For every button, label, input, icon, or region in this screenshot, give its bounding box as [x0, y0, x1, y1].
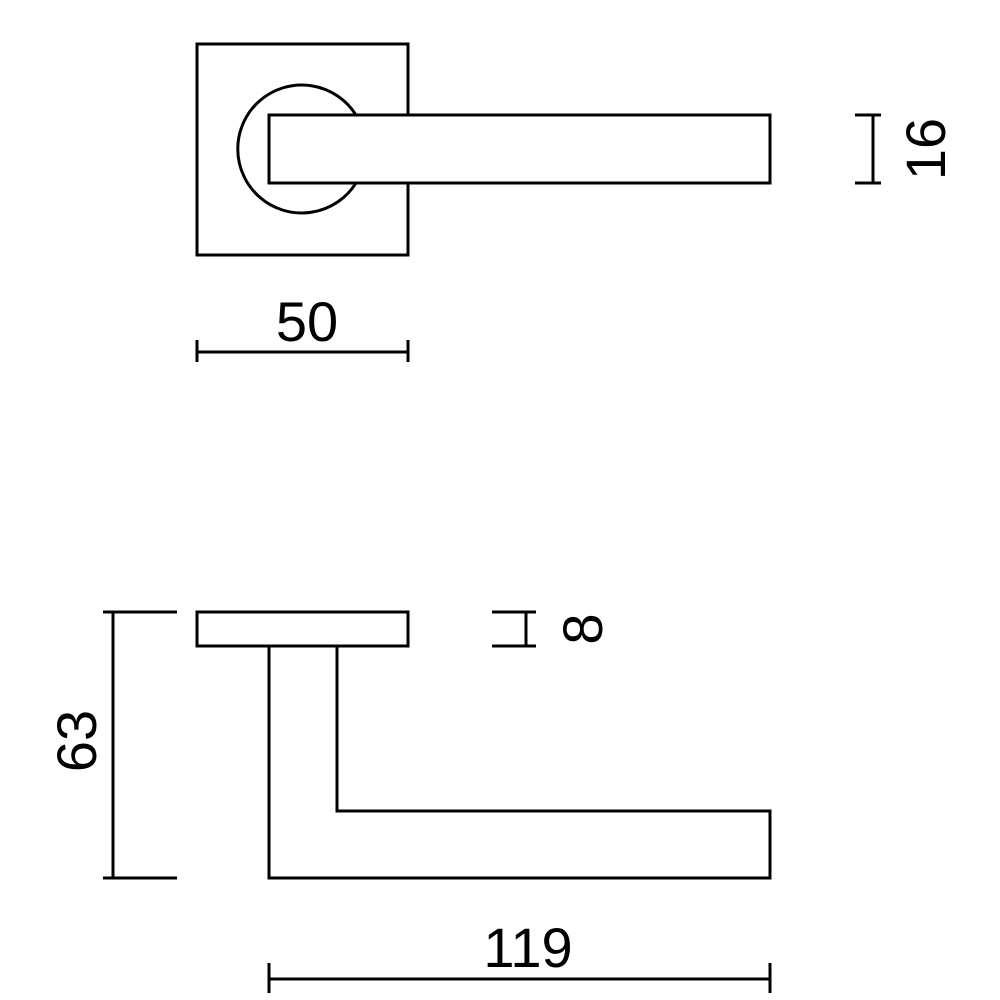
dimension-label-16: 16 [894, 118, 957, 180]
top-view: 16 50 [195, 42, 957, 362]
dimension-lever-length: 119 [267, 916, 772, 993]
rose-circle-outline [236, 83, 358, 215]
side-view: 8 63 119 [45, 610, 772, 993]
dimension-rose-width: 50 [195, 290, 410, 362]
dimension-label-50: 50 [276, 290, 338, 353]
dimension-label-63: 63 [45, 710, 108, 772]
dimension-overall-height: 63 [45, 610, 177, 880]
dimension-label-119: 119 [483, 916, 572, 979]
dimension-rose-thickness: 8 [492, 610, 614, 648]
dimension-lever-thickness: 16 [855, 113, 957, 185]
lever-side-outline [267, 646, 772, 880]
dimension-label-8: 8 [551, 613, 614, 644]
lever-bar-top [267, 113, 772, 185]
rose-side-outline [195, 610, 410, 648]
